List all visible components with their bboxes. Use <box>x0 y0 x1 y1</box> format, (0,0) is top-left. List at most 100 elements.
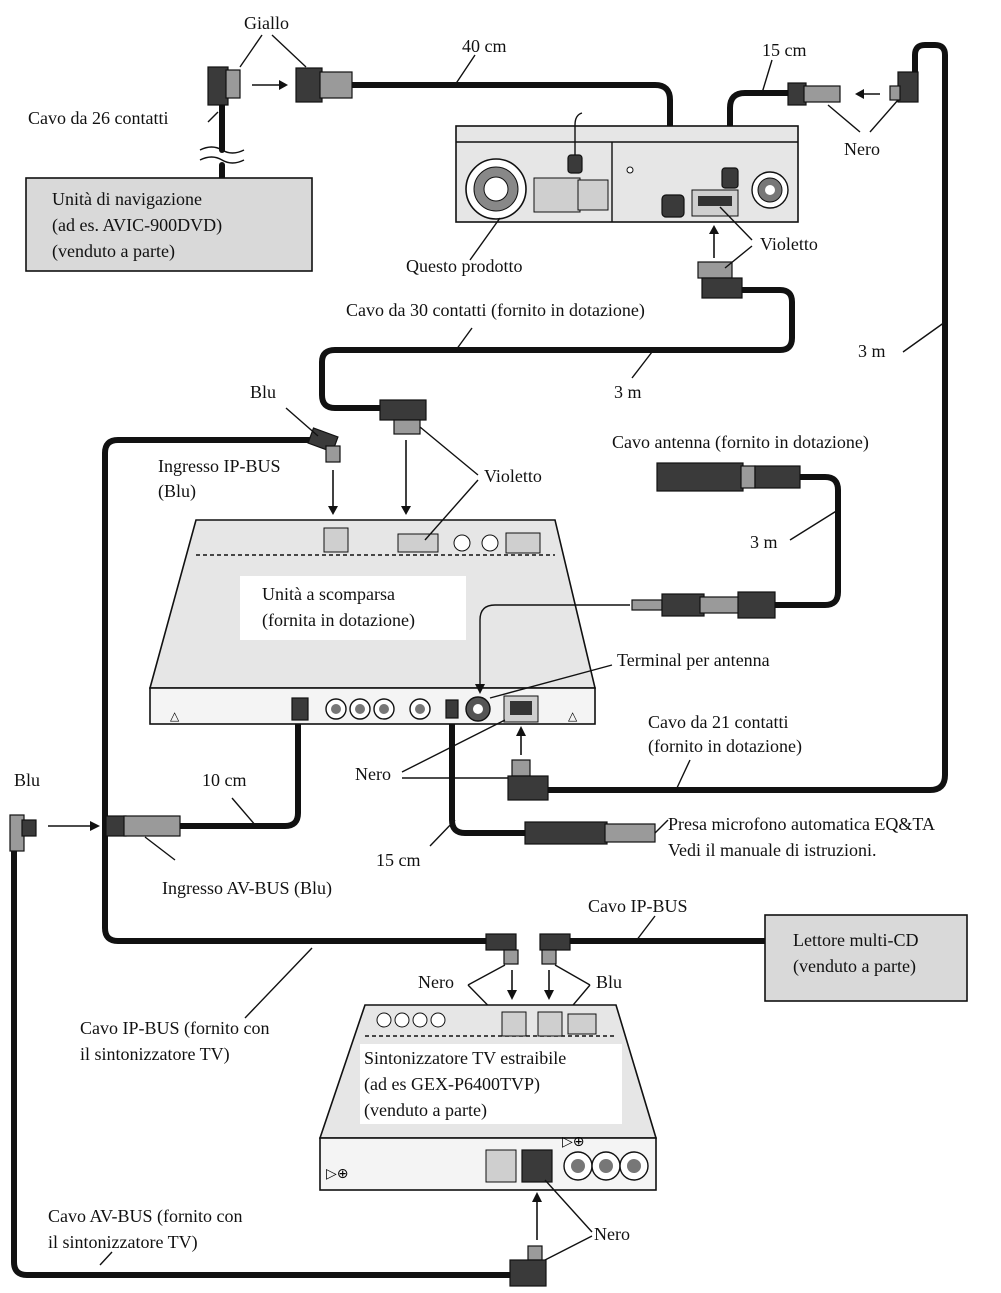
leader-giallo-1 <box>239 34 263 68</box>
antenna-plug-top <box>656 462 801 492</box>
arrow-21-pin-head <box>516 726 526 736</box>
mic-plug <box>524 821 656 845</box>
leader-giallo-2 <box>271 34 307 68</box>
product-wire <box>574 112 583 155</box>
label-vedi-manuale: Vedi il manuale di istruzioni. <box>668 840 876 860</box>
label-cavo-30: Cavo da 30 contatti (fornito in dotazion… <box>346 300 645 321</box>
cable-3m-right <box>545 42 948 793</box>
label-giallo: Giallo <box>244 13 289 33</box>
leader-cavo-ipbus <box>635 915 656 942</box>
plug-nero-tv <box>485 933 519 965</box>
label-40cm: 40 cm <box>462 36 507 56</box>
svg-text:△: △ <box>568 709 578 723</box>
multicd-line-1: Lettore multi-CD <box>793 930 918 950</box>
antenna-plug-bottom <box>631 591 776 619</box>
black-connector-right <box>889 71 919 103</box>
leader-violetto-mid <box>419 426 479 541</box>
nav-line-3: (venduto a parte) <box>52 241 175 262</box>
leader-cavo-ipbus-tv <box>244 947 313 1019</box>
label-nero-mid: Nero <box>355 764 391 784</box>
cables <box>11 42 948 1278</box>
cable-antenna <box>772 474 841 608</box>
label-3m-c: 3 m <box>750 532 778 552</box>
label-nero-top: Nero <box>844 139 880 159</box>
black-connector-top <box>787 82 841 106</box>
leader-nero-bottom <box>544 1179 593 1261</box>
label-cavo-avbus-tv-1: Cavo AV-BUS (fornito con <box>48 1206 243 1227</box>
violet-connector-mid <box>379 399 427 435</box>
label-ingresso-avbus: Ingresso AV-BUS (Blu) <box>162 878 332 899</box>
connector-21-pin <box>507 759 549 801</box>
arrow-avbus-head <box>90 821 100 831</box>
tv-line-1: Sintonizzatore TV estraibile <box>364 1048 566 1068</box>
yellow-connector-right <box>295 67 353 103</box>
svg-text:△: △ <box>170 709 180 723</box>
plug-blu-tv <box>539 933 571 965</box>
violet-connector-top <box>697 261 743 299</box>
label-nero-tv: Nero <box>418 972 454 992</box>
blue-connector-ipbus <box>307 427 341 463</box>
leader-10cm <box>231 797 257 827</box>
leader-mic <box>654 819 669 834</box>
label-cavo-ipbus-tv-2: il sintonizzatore TV) <box>80 1044 230 1065</box>
leader-15cm-top <box>761 59 773 94</box>
blue-connector-avbus-left <box>9 814 37 852</box>
plug-nero-bottom <box>509 1245 547 1287</box>
leader-nero-top <box>827 99 899 133</box>
arrow-nero-top-head <box>855 89 864 99</box>
arrow-violet-top-head <box>709 225 719 234</box>
leader-violetto-top <box>719 206 753 269</box>
label-ingresso-ipbus-2: (Blu) <box>158 481 196 502</box>
yellow-connector-left <box>207 66 241 106</box>
label-3m-b: 3 m <box>858 341 886 361</box>
label-questo-prodotto: Questo prodotto <box>406 256 523 276</box>
cable-40cm <box>349 82 673 208</box>
arrow-ipbus-head <box>328 506 338 515</box>
label-terminal-antenna: Terminal per antenna <box>617 650 770 670</box>
label-cavo-21-1: Cavo da 21 contatti <box>648 712 788 732</box>
cable-break-mark <box>199 146 245 164</box>
leader-cavo-21 <box>675 759 691 791</box>
label-cavo-ipbus: Cavo IP-BUS <box>588 896 688 916</box>
label-violetto-mid: Violetto <box>484 466 542 486</box>
label-cavo-21-2: (fornito in dotazione) <box>648 736 802 757</box>
blue-connector-avbus-right <box>105 815 181 837</box>
leader-15cm-mid <box>429 819 456 847</box>
scomparsa-line-2: (fornita in dotazione) <box>262 610 415 631</box>
tv-label-box: Sintonizzatore TV estraibile (ad es GEX-… <box>360 1044 622 1124</box>
labels: Giallo Cavo da 26 contatti 40 cm 15 cm N… <box>14 13 935 1253</box>
leader-avbus <box>144 836 176 861</box>
cable-ipbus-loop <box>102 437 495 944</box>
arrow-violet-mid-head <box>401 506 411 515</box>
leader-cavo-30 <box>455 327 473 351</box>
cable-avbus-loop <box>11 842 513 1278</box>
leader-blu-top <box>285 407 319 437</box>
leader-40cm <box>454 54 476 86</box>
nav-line-2: (ad es. AVIC-900DVD) <box>52 215 222 236</box>
cable-15cm-mic <box>449 715 528 836</box>
label-nero-bottom: Nero <box>594 1224 630 1244</box>
label-presa-mic: Presa microfono automatica EQ&TA <box>668 814 935 834</box>
leader-26 <box>207 111 219 123</box>
label-blu-tv: Blu <box>596 972 622 992</box>
label-blu-left: Blu <box>14 770 40 790</box>
leader-terminal-antenna <box>489 664 613 699</box>
arrow-yellow-head <box>279 80 288 90</box>
nav-line-1: Unità di navigazione <box>52 189 202 209</box>
leader-questo <box>469 217 501 261</box>
leader-cavo-avbus-tv <box>99 1251 113 1266</box>
label-15cm-mid: 15 cm <box>376 850 421 870</box>
antenna-leader-head <box>475 684 485 694</box>
navigation-unit: Unità di navigazione (ad es. AVIC-900DVD… <box>25 177 313 272</box>
main-product <box>455 125 799 223</box>
tv-line-2: (ad es GEX-P6400TVP) <box>364 1074 540 1095</box>
scomparsa-line-1: Unità a scomparsa <box>262 584 395 604</box>
svg-text:▷⊕: ▷⊕ <box>562 1134 585 1150</box>
label-ingresso-ipbus-1: Ingresso IP-BUS <box>158 456 281 476</box>
cable-10cm <box>177 715 301 829</box>
label-3m-a: 3 m <box>614 382 642 402</box>
multicd-line-2: (venduto a parte) <box>793 956 916 977</box>
tv-line-3: (venduto a parte) <box>364 1100 487 1121</box>
label-cavo-ipbus-tv-1: Cavo IP-BUS (fornito con <box>80 1018 269 1039</box>
